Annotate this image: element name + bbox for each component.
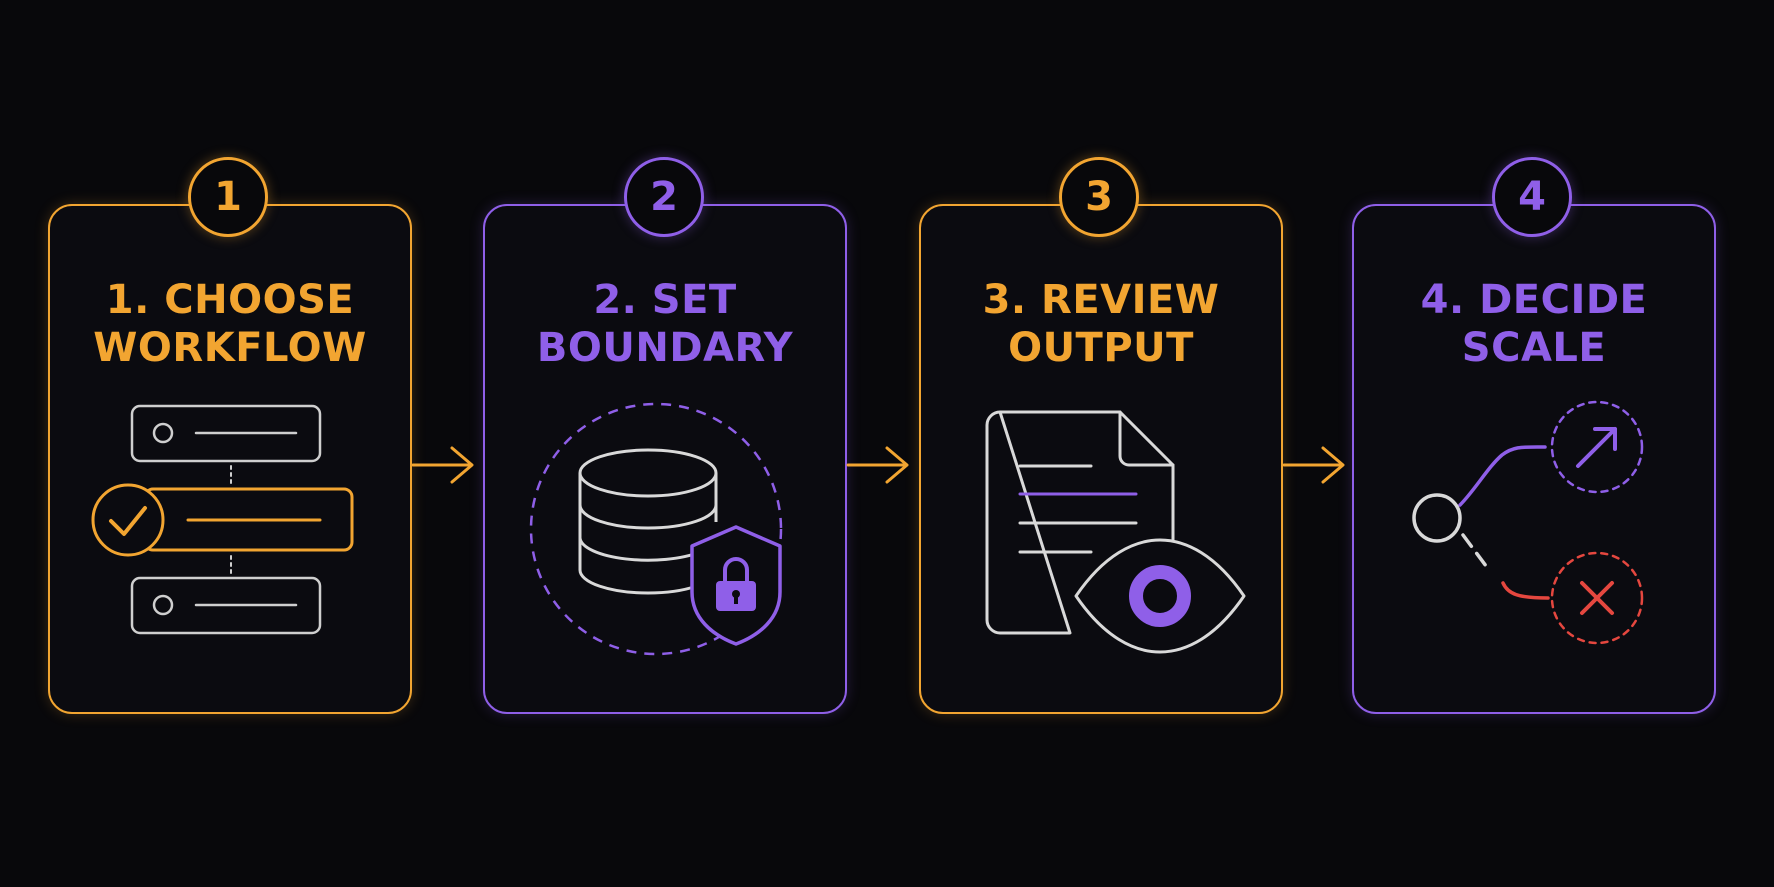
document-icon [985, 410, 1175, 635]
list-item-icon [130, 404, 322, 463]
step-number-4: 4 [1518, 174, 1546, 220]
step-number-badge-3: 3 [1059, 157, 1139, 237]
step-number-1: 1 [214, 174, 242, 220]
step-title-3: 3. REVIEW OUTPUT [982, 277, 1220, 371]
step-card-3 [919, 204, 1283, 714]
decision-branch-icon [1412, 400, 1644, 645]
boundary-icon [529, 402, 783, 656]
step-card-2 [483, 204, 847, 714]
dashed-boundary-circle-icon [529, 402, 783, 656]
check-circle-icon [91, 483, 165, 557]
review-icon [985, 410, 1246, 654]
list-item-icon [130, 576, 322, 635]
step-title-2: 2. SET BOUNDARY [536, 277, 794, 371]
list-item-selected [143, 487, 354, 552]
step-number-badge-2: 2 [624, 157, 704, 237]
workflow-list-icon [91, 404, 354, 635]
step-number-badge-1: 1 [188, 157, 268, 237]
connector-arrow-1 [411, 446, 474, 484]
step-number-badge-4: 4 [1492, 157, 1572, 237]
step-card-1 [48, 204, 412, 714]
shield-lock-icon [690, 525, 782, 646]
branch-node-icon [1412, 493, 1462, 543]
arrow-up-right-icon [1550, 400, 1644, 494]
step-number-2: 2 [650, 174, 678, 220]
connector-arrow-2 [846, 446, 909, 484]
x-icon [1550, 551, 1644, 645]
step-title-1: 1. CHOOSE WORKFLOW [93, 277, 367, 371]
connector-arrow-3 [1282, 446, 1345, 484]
step-title-4: 4. DECIDE SCALE [1420, 277, 1648, 371]
step-number-3: 3 [1085, 174, 1113, 220]
eye-icon [1074, 538, 1246, 654]
database-icon [578, 448, 718, 595]
